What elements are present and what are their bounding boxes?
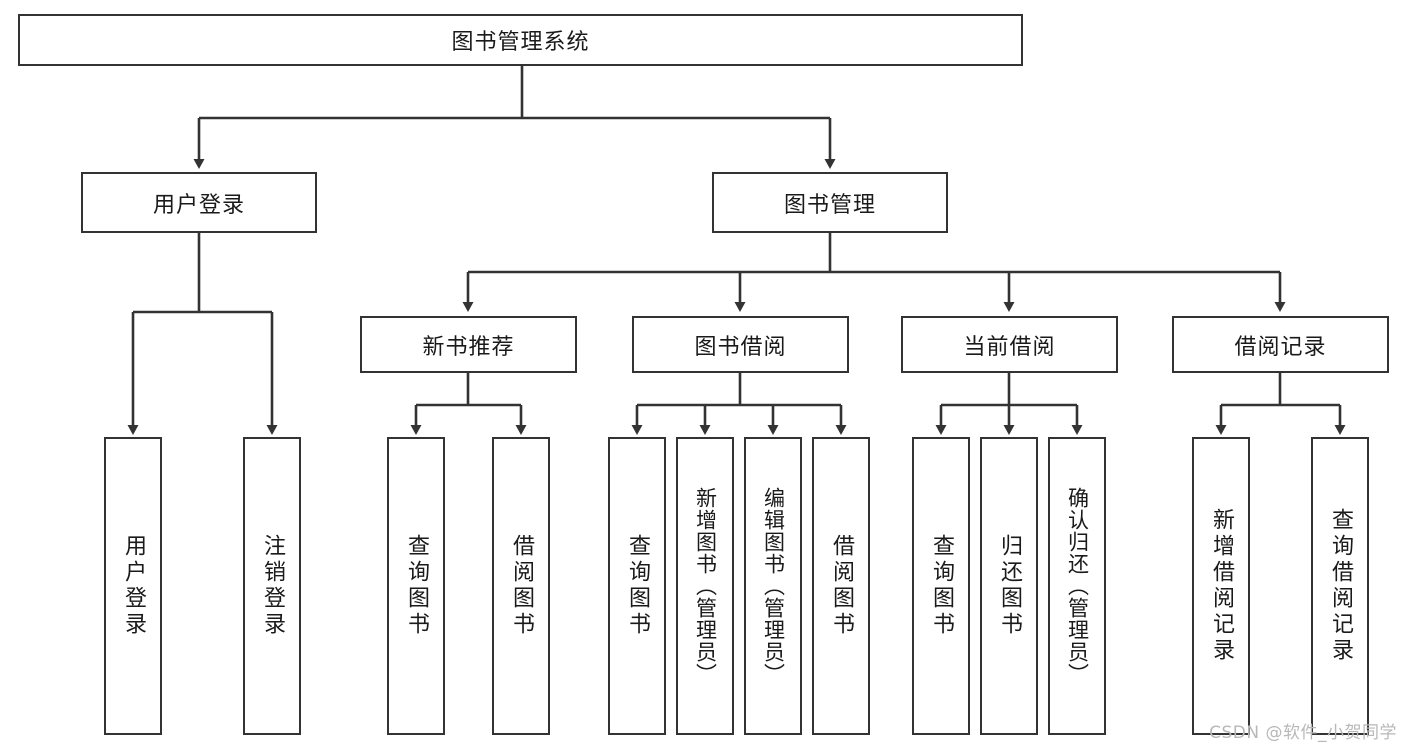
node-root[interactable]: 图书管理系统 [18, 14, 1023, 66]
node-user-login-label: 用户登录 [152, 192, 245, 218]
leaf-query-record-label: 查询借阅记录 [1328, 508, 1353, 664]
leaf-return-book-label: 归还图书 [997, 534, 1022, 638]
node-borrow-record[interactable]: 借阅记录 [1172, 316, 1389, 373]
leaf-add-book-label: 新增图书（管理员） [693, 487, 718, 685]
leaf-query-record[interactable]: 查询借阅记录 [1311, 437, 1369, 735]
node-book-manage[interactable]: 图书管理 [712, 172, 948, 233]
node-new-book-recommend[interactable]: 新书推荐 [360, 316, 577, 373]
node-borrow-record-label: 借阅记录 [1234, 334, 1327, 360]
node-current-borrow[interactable]: 当前借阅 [901, 316, 1118, 373]
node-book-borrow[interactable]: 图书借阅 [632, 316, 849, 373]
node-book-manage-label: 图书管理 [783, 192, 876, 218]
leaf-logout-login-label: 注销登录 [260, 534, 285, 638]
leaf-query-book-3[interactable]: 查询图书 [912, 437, 970, 735]
leaf-logout-login[interactable]: 注销登录 [243, 437, 301, 735]
leaf-confirm-return-label: 确认归还（管理员） [1065, 487, 1090, 685]
node-root-label: 图书管理系统 [451, 30, 590, 55]
node-new-book-recommend-label: 新书推荐 [422, 334, 515, 360]
leaf-edit-book-label: 编辑图书（管理员） [761, 487, 786, 685]
leaf-edit-book[interactable]: 编辑图书（管理员） [744, 437, 802, 735]
leaf-borrow-book-1[interactable]: 借阅图书 [492, 437, 550, 735]
leaf-query-book-2-label: 查询图书 [625, 534, 650, 638]
leaf-user-login[interactable]: 用户登录 [104, 437, 162, 735]
watermark-text: CSDN @软件_小贺同学 [1209, 723, 1397, 743]
leaf-add-book[interactable]: 新增图书（管理员） [676, 437, 734, 735]
leaf-return-book[interactable]: 归还图书 [980, 437, 1038, 735]
leaf-query-book-2[interactable]: 查询图书 [608, 437, 666, 735]
leaf-borrow-book-2-label: 借阅图书 [829, 534, 854, 638]
leaf-add-record[interactable]: 新增借阅记录 [1192, 437, 1250, 735]
leaf-user-login-label: 用户登录 [121, 534, 146, 638]
node-user-login[interactable]: 用户登录 [81, 172, 317, 233]
leaf-query-book-1[interactable]: 查询图书 [387, 437, 445, 735]
leaf-query-book-1-label: 查询图书 [404, 534, 429, 638]
leaf-borrow-book-2[interactable]: 借阅图书 [812, 437, 870, 735]
leaf-query-book-3-label: 查询图书 [929, 534, 954, 638]
leaf-borrow-book-1-label: 借阅图书 [509, 534, 534, 638]
leaf-add-record-label: 新增借阅记录 [1209, 508, 1234, 664]
node-current-borrow-label: 当前借阅 [963, 334, 1056, 360]
leaf-confirm-return[interactable]: 确认归还（管理员） [1048, 437, 1106, 735]
node-book-borrow-label: 图书借阅 [694, 334, 787, 360]
